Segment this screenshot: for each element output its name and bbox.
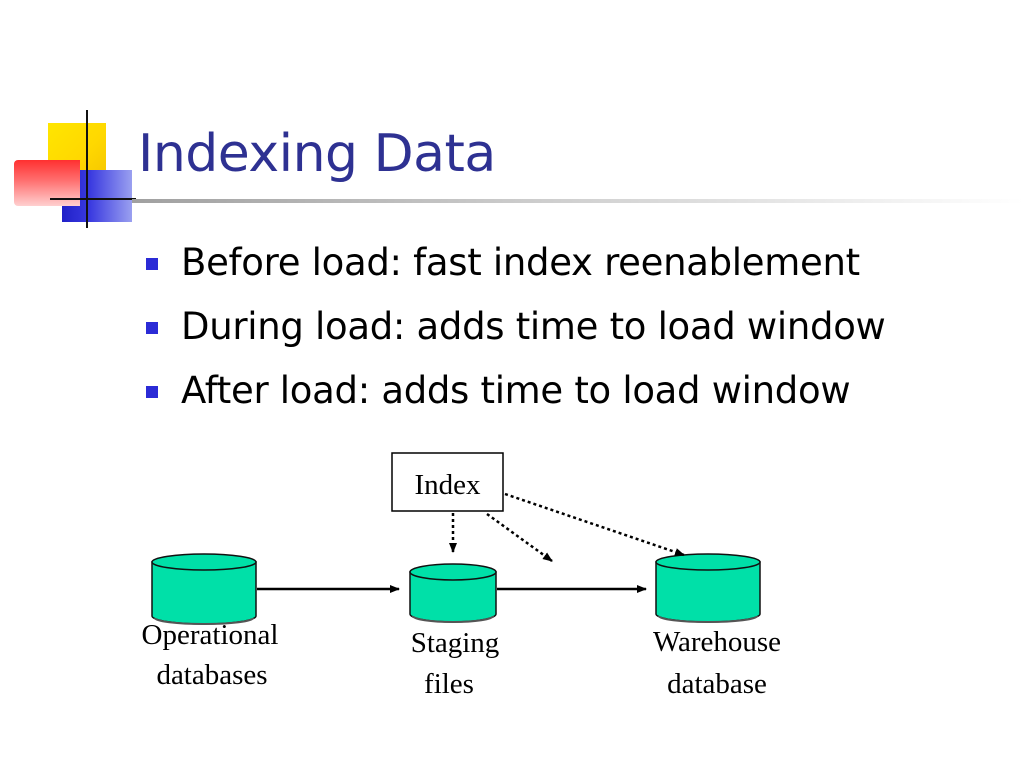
- index-arrow-to-warehouse: [504, 492, 685, 557]
- staging-files-cylinder: [409, 563, 497, 623]
- bullet-text: During load: adds time to load window: [181, 305, 886, 348]
- bullet-text: Before load: fast index reenablement: [181, 241, 860, 284]
- index-label: Index: [414, 469, 481, 501]
- bullet-list: Before load: fast index reenablement Dur…: [146, 238, 886, 430]
- index-box: Index: [391, 452, 504, 512]
- staging-label-line1: Staging: [411, 627, 500, 659]
- operational-database-cylinder: [151, 553, 257, 625]
- warehouse-database-cylinder: [655, 553, 761, 623]
- bullet-text: After load: adds time to load window: [181, 369, 851, 412]
- bullet-marker-icon: [146, 386, 158, 398]
- index-arrow-during-load: [486, 512, 553, 563]
- bullet-item: Before load: fast index reenablement: [146, 238, 886, 302]
- warehouse-label-line1: Warehouse: [653, 626, 781, 658]
- deco-vertical-line: [86, 110, 88, 228]
- bullet-item: After load: adds time to load window: [146, 366, 886, 430]
- warehouse-label-line2: database: [667, 668, 767, 700]
- slide-title: Indexing Data: [138, 124, 496, 184]
- title-underline: [132, 199, 1024, 203]
- deco-horizontal-line: [50, 198, 136, 200]
- bullet-item: During load: adds time to load window: [146, 302, 886, 366]
- operational-label-line2: databases: [156, 659, 267, 691]
- bullet-marker-icon: [146, 258, 158, 270]
- operational-label-line1: Operational: [142, 619, 279, 651]
- bullet-marker-icon: [146, 322, 158, 334]
- staging-label-line2: files: [424, 668, 474, 700]
